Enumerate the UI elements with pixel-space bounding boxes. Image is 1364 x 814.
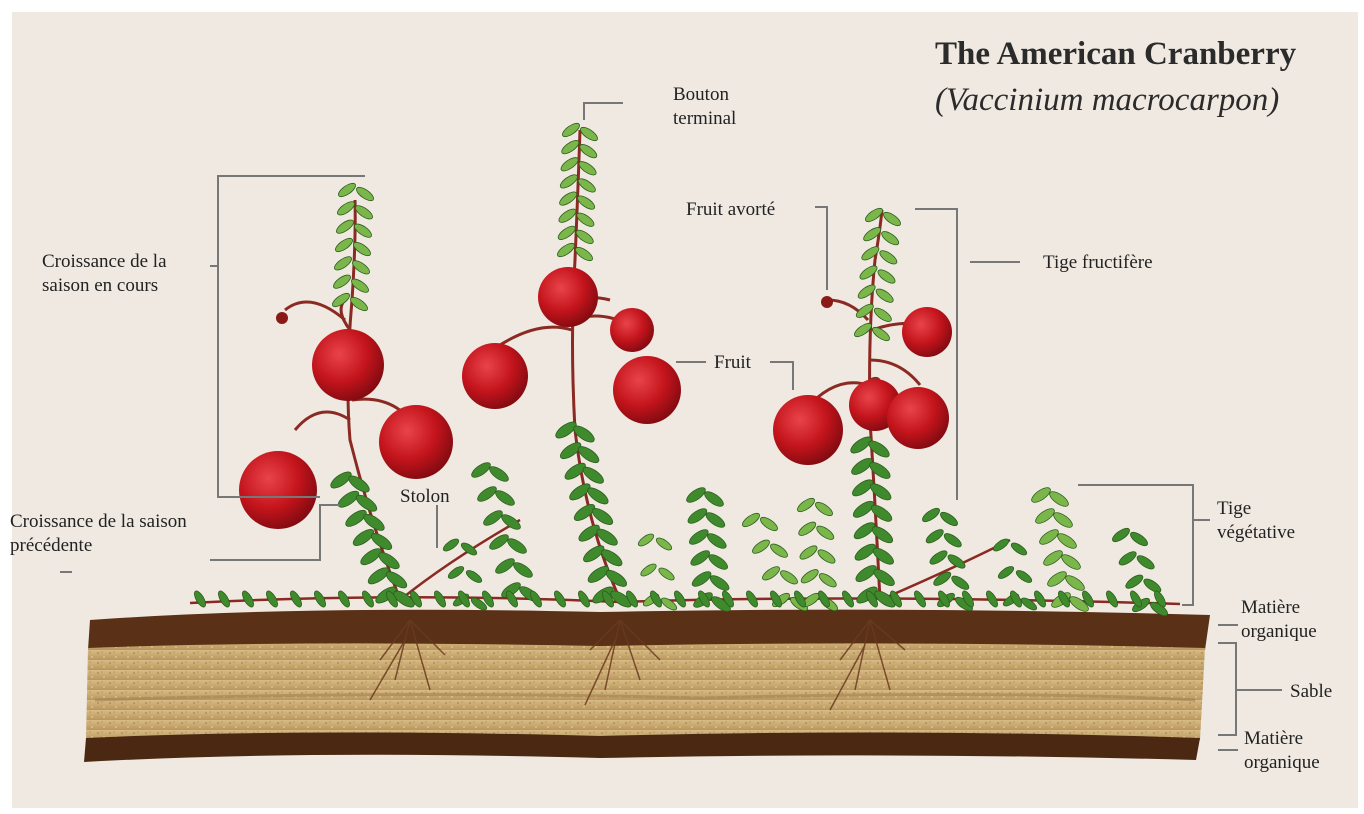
berry: [379, 405, 453, 479]
berry: [613, 356, 681, 424]
label-fruit: Fruit: [714, 351, 751, 375]
diagram-subtitle: (Vaccinium macrocarpon): [935, 82, 1279, 119]
label-stolon: Stolon: [400, 485, 450, 509]
label-tige-fructifere: Tige fructifère: [1043, 251, 1153, 275]
berry: [462, 343, 528, 409]
berry: [312, 329, 384, 401]
berry: [773, 395, 843, 465]
aborted-fruit: [276, 312, 288, 324]
soil-block: [84, 610, 1210, 762]
berry: [902, 307, 952, 357]
label-croissance-saison-en-cours: Croissance de la saison en cours: [42, 250, 167, 298]
diagram-title: The American Cranberry: [935, 36, 1296, 73]
aborted-fruit: [821, 296, 833, 308]
label-matiere-organique-bottom: Matière organique: [1244, 727, 1320, 775]
berry: [887, 387, 949, 449]
label-croissance-saison-precedente: Croissance de la saison précédente: [10, 510, 187, 558]
label-bouton-terminal: Bouton terminal: [673, 83, 736, 131]
label-fruit-avorte: Fruit avorté: [686, 198, 775, 222]
label-tige-vegetative: Tige végétative: [1217, 497, 1295, 545]
label-sable: Sable: [1290, 680, 1332, 704]
label-matiere-organique-top: Matière organique: [1241, 596, 1317, 644]
berry: [610, 308, 654, 352]
berry: [239, 451, 317, 529]
berry: [538, 267, 598, 327]
